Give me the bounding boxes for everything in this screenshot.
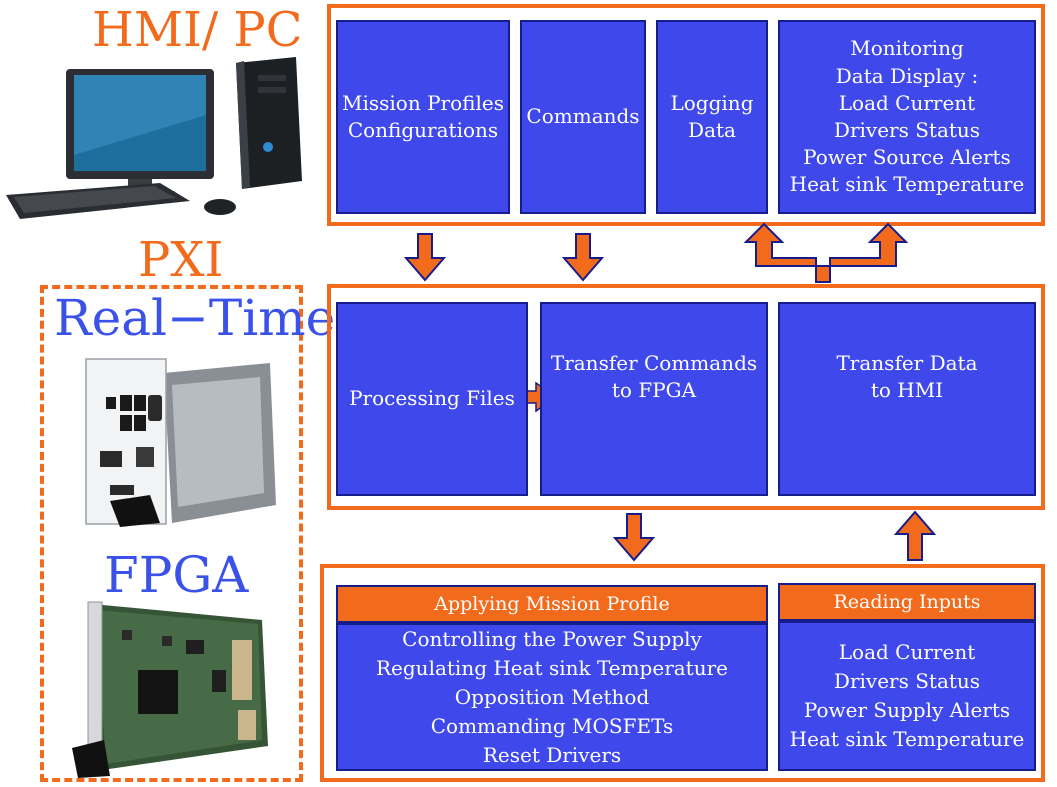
applying-mission-profile-header: Applying Mission Profile [336,585,768,623]
logging-data-text: Logging Data [670,90,754,142]
logging-data-block: Logging Data [656,20,768,214]
desktop-computer-image [0,55,310,235]
reading-inputs-list: Load Current Drivers Status Power Supply… [778,621,1036,771]
commands-block: Commands [520,20,646,214]
list-item: Load Current [838,640,976,664]
list-item: Commanding MOSFETs [430,713,674,738]
pxi-label: PXI [138,232,224,288]
list-item: Power Supply Alerts [803,698,1011,722]
transfer-data-block: Transfer Data to HMI [778,302,1036,496]
commands-text: Commands [526,104,640,129]
fpga-module-image [62,600,282,780]
mission-profiles-text: Mission Profiles Configurations [342,90,504,142]
hmi-frame [327,4,1045,226]
list-item: Opposition Method [454,684,650,709]
monitoring-display-text: Monitoring Data Display : Load Current D… [789,36,1025,197]
list-item: Regulating Heat sink Temperature [375,655,728,680]
split-up-arrow-to-hmi [743,222,909,283]
list-item: Controlling the Power Supply [402,626,702,651]
hmi-pc-label: HMI/ PC [92,2,303,58]
real-time-label: Real−Time [54,289,336,347]
down-arrow-commands [561,233,605,282]
down-arrow-to-fpga [612,513,656,562]
list-item: Heat sink Temperature [789,727,1025,751]
fpga-label: FPGA [104,546,249,604]
transfer-commands-block: Transfer Commands to FPGA [540,302,768,496]
mission-profiles-block: Mission Profiles Configurations [336,20,510,214]
reading-inputs-header: Reading Inputs [778,583,1036,621]
transfer-commands-text: Transfer Commands to FPGA [550,350,758,402]
list-item: Drivers Status [833,669,981,693]
down-arrow-mission-profiles [403,233,447,282]
processing-files-text: Processing Files [349,386,515,411]
list-item: Reset Drivers [482,742,622,767]
processing-files-block: Processing Files [336,302,528,496]
monitoring-display-block: Monitoring Data Display : Load Current D… [778,20,1036,214]
pxi-chassis-group [40,285,303,782]
real-time-controller-image [80,355,280,530]
up-arrow-from-reading-inputs [893,510,937,561]
transfer-data-text: Transfer Data to HMI [836,350,978,402]
real-time-frame [327,284,1045,510]
fpga-frame [320,564,1045,782]
applying-mission-profile-list: Controlling the Power Supply Regulating … [336,623,768,771]
